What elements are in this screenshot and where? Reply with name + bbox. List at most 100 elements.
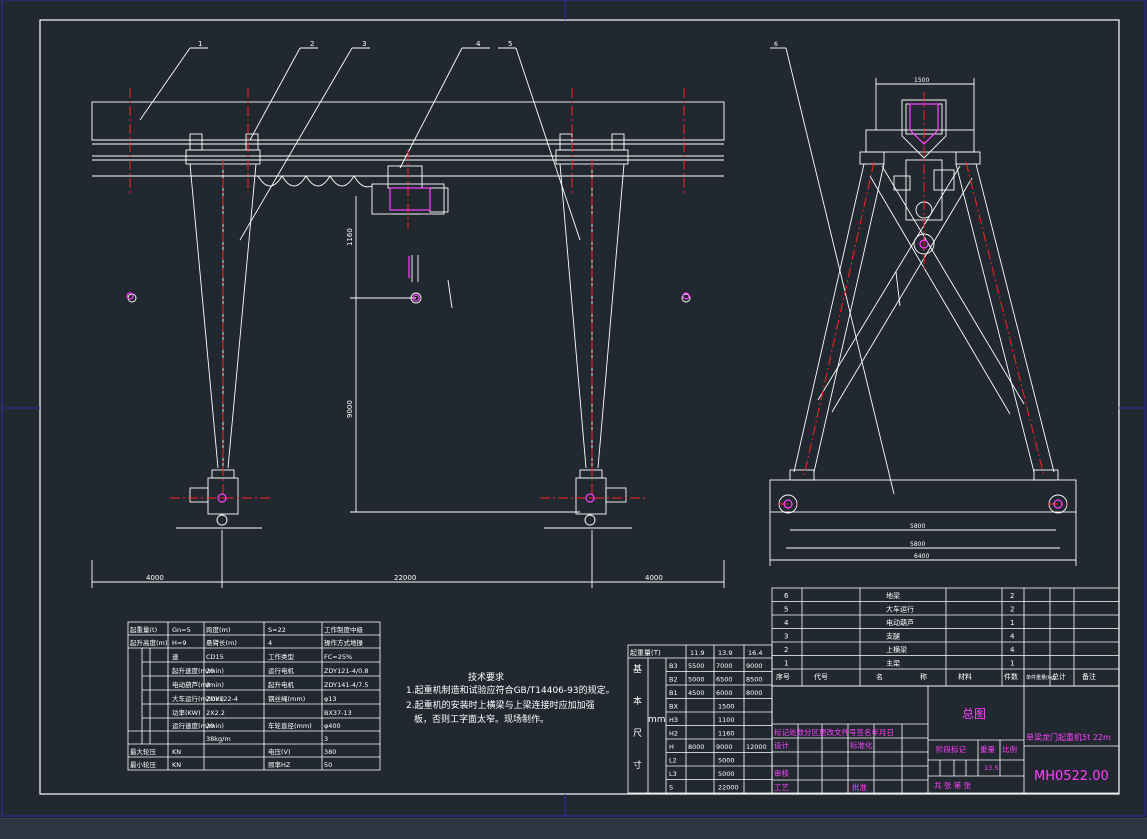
dim-row-value: 1100 xyxy=(718,716,735,724)
dim-header-cell: 起重量(T) xyxy=(630,649,661,657)
dim-row-value: 5000 xyxy=(718,770,735,778)
bom-name: 上横梁 xyxy=(886,645,907,654)
bom-name: 地梁 xyxy=(886,591,900,600)
scale-value: 13.5 xyxy=(984,764,998,772)
bom-qty: 4 xyxy=(1010,646,1015,654)
bom-index: 5 xyxy=(784,606,788,614)
param-cell: ZDY141-4/7.5 xyxy=(324,681,369,689)
dim-row-value: 5000 xyxy=(718,757,735,765)
param-cell: 工作制度 xyxy=(324,625,351,634)
param-cell: 大车运行(m/min) xyxy=(172,694,224,703)
bom-name: 电动葫芦 xyxy=(886,618,914,627)
status-bar xyxy=(0,818,1147,839)
drawing-number: MH0522.00 xyxy=(1034,769,1109,784)
tech-line-3: 板，否则工字面太窄。现场制作。 xyxy=(414,713,549,725)
dim-row-key: B2 xyxy=(669,676,678,684)
dim-row-value: 5500 xyxy=(688,662,705,670)
param-cell: 运行电机 xyxy=(268,666,295,675)
dim-side-top: 1500 xyxy=(914,77,929,84)
bom-header-cell: 序号 xyxy=(776,672,790,681)
param-cell: ZDY122-4 xyxy=(206,695,238,703)
param-cell: 速 xyxy=(172,653,179,661)
param-cell: 起重量(t) xyxy=(130,626,157,634)
stage-label: 阶段标记 xyxy=(936,744,966,754)
param-cell: 电动葫芦(m/min) xyxy=(172,680,224,689)
callout-1: 1 xyxy=(198,40,202,48)
side-centerlines xyxy=(778,92,1068,505)
param-cell: 2X2.2 xyxy=(206,709,225,717)
drawing-name: 总图 xyxy=(962,707,986,721)
bom-name: 支腿 xyxy=(886,632,900,641)
review-label: 审核 xyxy=(774,768,789,778)
dim-row-key: S xyxy=(669,784,673,792)
dim-span: 22000 xyxy=(394,574,416,582)
dim-row-value: 9000 xyxy=(716,743,733,751)
param-cell: 运行速度(m/min) xyxy=(172,721,224,730)
param-cell: 操作方式 xyxy=(324,638,351,647)
param-cell: BX37-13 xyxy=(324,709,352,717)
dim-row-value: 4500 xyxy=(688,689,705,697)
side-callout-6: 6 xyxy=(774,41,778,48)
approve-label: 批准 xyxy=(852,782,867,792)
param-cell: 车轮直径(mm) xyxy=(268,721,312,730)
bom-header-cell: 单件重量(kg) xyxy=(1026,674,1056,681)
param-cell: 悬臂长(m) xyxy=(206,638,237,647)
dim-row-key: BX xyxy=(669,703,678,711)
dim-row-value: 6000 xyxy=(716,689,733,697)
bom-qty: 1 xyxy=(1010,660,1014,668)
bom-header-cell: 代号 xyxy=(814,672,828,681)
param-cell: 钢丝绳(mm) xyxy=(268,694,305,703)
callout-3: 3 xyxy=(362,40,366,48)
weight-label: 重量 xyxy=(980,745,995,754)
dim-row-value: 5000 xyxy=(688,676,705,684)
dim-row-key: L3 xyxy=(669,770,677,778)
dim-side-char: 寸 xyxy=(633,759,642,771)
scale-label: 比例 xyxy=(1002,744,1017,754)
dim-header-cell: 16.4 xyxy=(748,649,762,657)
bom-qty: 4 xyxy=(1010,633,1015,641)
dim-header-cell: 13.9 xyxy=(718,649,732,657)
bom-index: 3 xyxy=(784,633,788,641)
param-cell: KN xyxy=(172,761,181,769)
dim-side-char: 本 xyxy=(633,695,642,707)
tech-line-2: 2.起重机的安装时上横梁与上梁连接时应加加强 xyxy=(406,699,595,711)
rev-row-label: 标记处数分区更改文件号签名年月日 xyxy=(774,727,894,737)
dim-row-value: 12000 xyxy=(746,743,767,751)
dim-side-char: 基 xyxy=(633,663,642,675)
dim-row-value: 9000 xyxy=(746,662,763,670)
tech-line-1: 1.起重机制造和试验应符合GB/T14406-93的规定。 xyxy=(406,684,615,696)
param-cell: φ400 xyxy=(324,722,341,730)
dim-table-unit: mm xyxy=(648,715,666,725)
dim-row-key: H xyxy=(669,743,674,751)
param-cell: 4 xyxy=(268,639,272,647)
bom-header-cell: 称 xyxy=(920,672,927,681)
callout-5: 5 xyxy=(508,40,512,48)
dim-side-inner: 5800 xyxy=(910,523,925,530)
title-block: 标记处数分区更改文件号签名年月日 设计 标准化 阶段标记 重量 比例 审核 工艺… xyxy=(771,685,1120,794)
drawing-title: 单梁龙门起重机5t 22m xyxy=(1026,732,1111,742)
dim-row-value: 22000 xyxy=(718,784,739,792)
dim-row-value: 7000 xyxy=(716,662,733,670)
design-label: 设计 xyxy=(774,740,789,750)
dim-row-value: 1500 xyxy=(718,703,735,711)
param-cell: FC=25% xyxy=(324,653,352,661)
param-cell: 中级 xyxy=(350,625,364,634)
bom-qty: 2 xyxy=(1010,606,1014,614)
param-cell: 电压(V) xyxy=(268,747,291,756)
param-cell: 8 xyxy=(206,681,210,689)
param-cell: S=22 xyxy=(268,626,286,634)
param-cell: 地操 xyxy=(350,638,364,647)
param-cell: φ13 xyxy=(324,695,337,703)
bom-header-cell: 材料 xyxy=(958,672,972,681)
bom-header-cell: 总计 xyxy=(1052,672,1066,681)
param-cell: 频率HZ xyxy=(268,760,291,769)
dim-row-value: 8000 xyxy=(688,743,705,751)
inner-border xyxy=(39,19,1120,795)
front-centerlines xyxy=(129,88,685,500)
param-cell: 功率(KW) xyxy=(172,708,201,717)
param-cell: H=9 xyxy=(172,639,186,647)
param-cell: 380 xyxy=(324,748,336,756)
